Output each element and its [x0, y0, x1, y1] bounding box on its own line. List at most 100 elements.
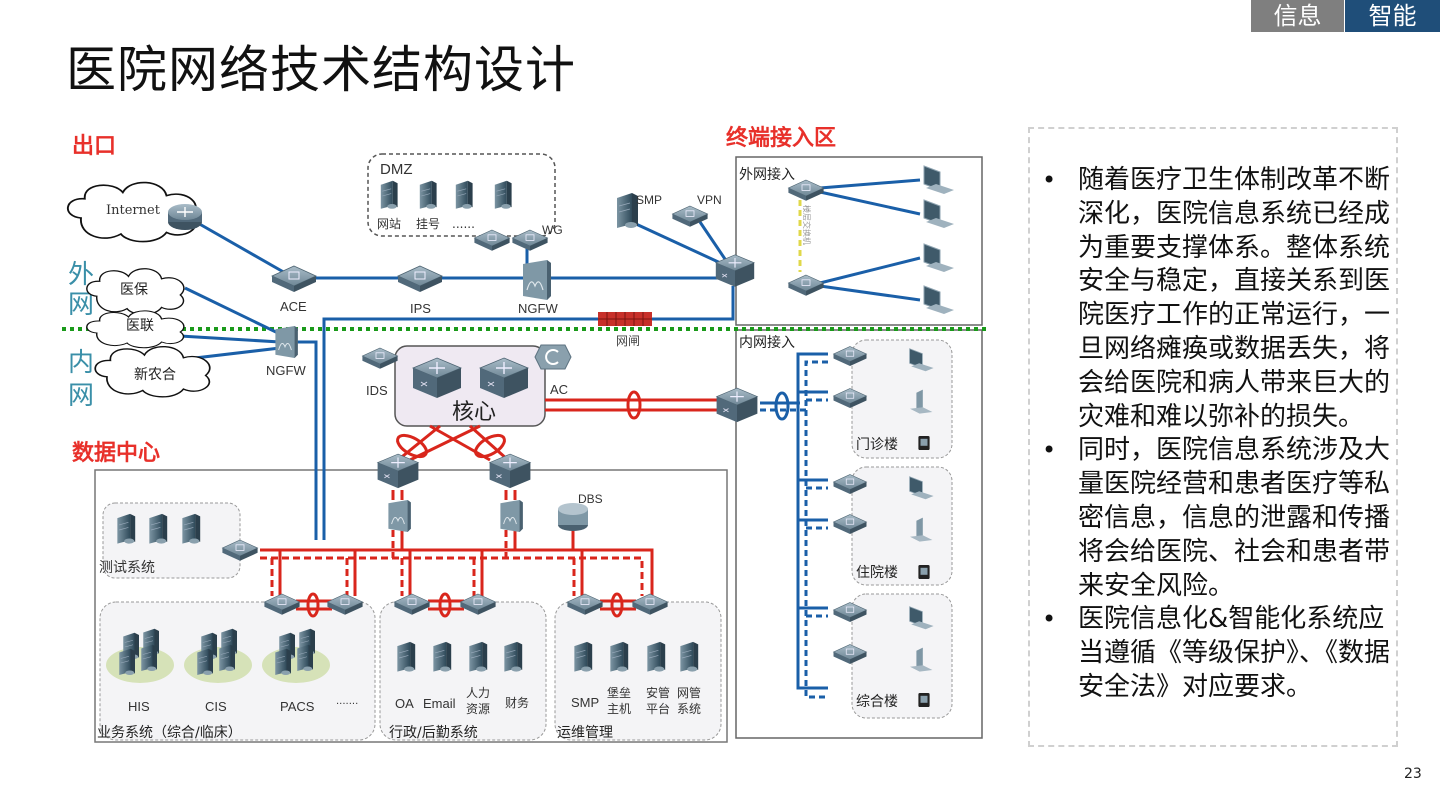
description-panel: 随着医疗卫生体制改革不断深化，医院信息系统已经成为重要支撑体系。整体系统安全与稳…	[1028, 127, 1398, 747]
business-system-title: 业务系统（综合/临床）	[97, 725, 242, 741]
ops-item-bastion-1: 堡垒	[607, 685, 631, 700]
dbs-icon	[558, 503, 588, 531]
ips-icon	[397, 265, 443, 293]
biz-item-more: ·······	[336, 699, 358, 710]
dmz-item-registration: 挂号	[416, 217, 440, 231]
building-inpatient-label: 住院楼	[856, 565, 898, 581]
ops-item-secmgmt-2: 平台	[646, 701, 670, 716]
zone-label-terminal-access: 终端接入区	[726, 125, 836, 150]
dmz-item-website: 网站	[377, 217, 401, 231]
pacs-server-cluster	[262, 628, 330, 683]
general-tablet	[918, 693, 930, 707]
blue-links	[177, 178, 921, 690]
dc-firewall-2	[499, 499, 524, 533]
dmz-box	[367, 153, 556, 237]
router-icon	[168, 204, 202, 230]
ops-item-smp: SMP	[571, 695, 599, 710]
ops-item-netmgmt-1: 网管	[677, 685, 701, 700]
link-aggregation-blue	[774, 391, 790, 421]
ops-item-netmgmt-2: 系统	[677, 702, 701, 716]
ops-system-box	[554, 601, 722, 741]
admin-item-finance: 财务	[505, 695, 529, 710]
page-number: 23	[1404, 766, 1422, 782]
red-dashed-links	[260, 530, 644, 596]
bullet-list: 随着医疗卫生体制改革不断深化，医院信息系统已经成为重要支撑体系。整体系统安全与稳…	[1040, 164, 1390, 705]
outer-pc-2	[923, 199, 955, 229]
ops-item-secmgmt-1: 安管	[646, 685, 670, 700]
dbs-label: DBS	[578, 492, 603, 506]
dmz-server-2	[419, 180, 438, 210]
ac-icon	[534, 344, 572, 370]
inner-access-title: 内网接入	[739, 334, 795, 351]
admin-item-hr-1: 人力	[466, 686, 490, 700]
admin-item-oa: OA	[395, 696, 414, 711]
outpatient-tablet	[918, 436, 930, 450]
bullet-item: 同时，医院信息系统涉及大量医院经营和患者医疗等私密信息，信息的泄露和传播将会给医…	[1040, 434, 1390, 603]
zone-label-inner-net-2: 网	[68, 381, 94, 411]
smp-server-icon	[616, 192, 639, 229]
cloud-xinnonghe-label: 新农合	[134, 367, 176, 383]
ac-label: AC	[550, 382, 568, 397]
ops-server-secmgmt	[646, 641, 666, 673]
terminal-outer-box	[735, 156, 983, 326]
test-server-3	[181, 513, 201, 545]
biz-item-his: HIS	[128, 699, 150, 714]
admin-server-finance	[503, 641, 523, 673]
outer-pc-4	[923, 285, 955, 315]
zone-label-data-center: 数据中心	[72, 440, 160, 465]
dmz-server-1	[380, 180, 399, 210]
cloud-yilian-label: 医联	[126, 318, 154, 334]
dc-firewall-1	[387, 499, 412, 533]
test-server-1	[116, 513, 136, 545]
ngfw-inner-label: NGFW	[266, 363, 306, 378]
ngfw-outer-label: NGFW	[518, 301, 558, 316]
dmz-title: DMZ	[380, 161, 413, 178]
outer-pc-3	[923, 243, 955, 273]
outer-pc-1	[923, 165, 955, 195]
tag-information: 信息	[1251, 0, 1344, 32]
page-title: 医院网络技术结构设计	[66, 41, 576, 99]
admin-item-email: Email	[423, 696, 456, 711]
terminal-inner-box	[735, 329, 983, 739]
dmz-switch-icon	[473, 229, 511, 252]
ops-server-smp	[573, 641, 593, 673]
zone-label-outer-net-2: 网	[68, 290, 94, 320]
ids-label: IDS	[366, 383, 388, 398]
vpn-label: VPN	[697, 193, 722, 207]
ops-system-title: 运维管理	[557, 725, 613, 741]
gatekeeper-label: 网闸	[616, 334, 640, 348]
ids-icon	[361, 347, 399, 370]
admin-server-email	[432, 641, 452, 673]
cis-server-cluster	[184, 628, 252, 683]
building-general-label: 综合楼	[856, 694, 898, 710]
outer-access-title: 外网接入	[739, 166, 795, 183]
network-diagram: 出口 终端接入区 数据中心 外 网 内 网	[62, 125, 988, 743]
outer-access-switch-1	[788, 179, 824, 202]
bullet-item: 随着医疗卫生体制改革不断深化，医院信息系统已经成为重要支撑体系。整体系统安全与稳…	[1040, 164, 1390, 434]
gatekeeper-icon	[598, 312, 652, 326]
outer-core-switch-icon	[715, 254, 755, 288]
agg-switch-2	[489, 453, 531, 489]
red-links	[260, 398, 718, 596]
ops-server-netmgmt	[679, 641, 699, 673]
zone-label-exit: 出口	[72, 133, 116, 158]
admin-server-hr	[468, 641, 488, 673]
dmz-server-4	[494, 180, 513, 210]
admin-system-title: 行政/后勤系统	[389, 725, 478, 741]
link-aggregation-red	[296, 390, 642, 618]
building-outpatient-label: 门诊楼	[856, 437, 898, 453]
admin-system-box	[379, 601, 547, 741]
dmz-item-more: ......	[452, 217, 475, 231]
ops-server-bastion	[609, 641, 629, 673]
admin-item-hr-2: 资源	[466, 702, 490, 716]
ace-label: ACE	[280, 299, 307, 314]
ips-label: IPS	[410, 301, 431, 316]
outer-access-switch-2	[788, 274, 824, 297]
tag-intelligence: 智能	[1345, 0, 1440, 32]
cloud-yibao-label: 医保	[120, 282, 148, 298]
blue-dashed-links	[760, 360, 828, 699]
zone-label-inner-net-1: 内	[68, 348, 94, 378]
his-server-cluster	[106, 628, 174, 683]
smp-top-label: SMP	[636, 193, 662, 207]
biz-item-pacs: PACS	[280, 699, 315, 714]
